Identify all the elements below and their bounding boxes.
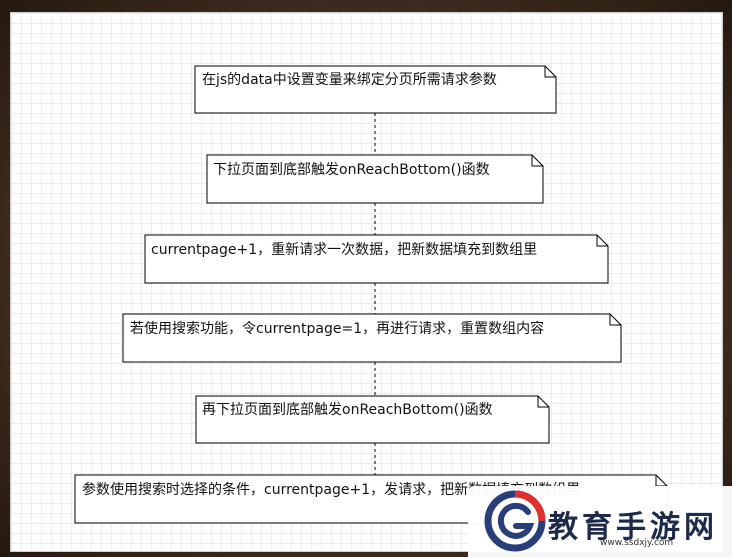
brand-logo-icon <box>484 490 546 552</box>
note-4-text: 若使用搜索功能，令currentpage=1，再进行请求，重置数组内容 <box>130 321 545 337</box>
watermark-brand: 教育手游网 <box>548 510 718 545</box>
note-1-text: 在js的data中设置变量来绑定分页所需请求参数 <box>202 72 497 88</box>
note-box-3 <box>144 234 609 284</box>
note-box-4 <box>122 313 622 363</box>
watermark-url: www.ssdxjy.com <box>600 538 674 548</box>
note-5-text: 再下拉页面到底部触发onReachBottom()函数 <box>202 402 493 418</box>
note-box-1 <box>194 65 557 114</box>
note-2-text: 下拉页面到底部触发onReachBottom()函数 <box>213 162 490 178</box>
note-box-5 <box>195 395 550 444</box>
note-6-text: 参数使用搜索时选择的条件，currentpage+1，发请求，把新数据填充到数组… <box>82 482 581 498</box>
note-3-text: currentpage+1，重新请求一次数据，把新数据填充到数组里 <box>151 242 538 258</box>
note-box-2 <box>206 154 544 204</box>
